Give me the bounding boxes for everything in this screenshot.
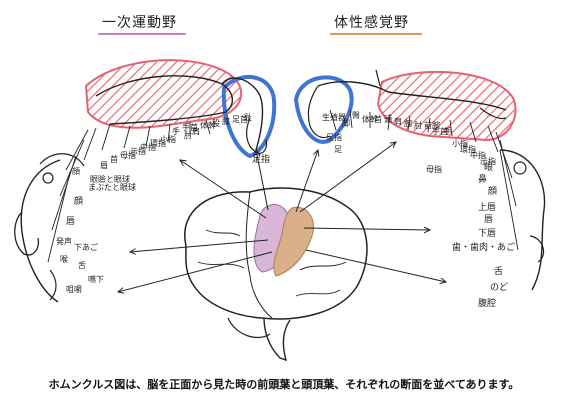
motor-blue-region (221, 74, 277, 159)
brain-stem (263, 317, 291, 362)
motor-face-label: 発声 (56, 236, 72, 246)
sensory-cortex-title: 体性感覚野 (334, 15, 409, 31)
sensory-face-label: 眼 (484, 162, 493, 173)
sensory-label: 環指 (460, 144, 476, 154)
connector-arrows (118, 142, 446, 292)
motor-labels: 趾 足首 膝 股 体幹 肩 肘 手首 手 小指 環指 中指 示指 母指 首 眉 … (56, 113, 270, 294)
sensory-label: 臀 (352, 111, 360, 120)
sensory-label: 肘 (414, 121, 422, 130)
sensory-face-label: 舌 (494, 266, 503, 277)
sensory-label: 前腕 (424, 120, 440, 130)
motor-face-label: 嚥下 (88, 274, 104, 284)
motor-body-outline (95, 75, 233, 125)
motor-face-label: 舌 (78, 260, 86, 270)
motor-label: 首 (110, 154, 118, 164)
motor-label: 股 (212, 119, 220, 128)
sensory-labels: 生殖器 足指 足 脚 臀 体幹 首 頭 肩 腕 肘 前腕 手首 手 小指 環指 … (322, 111, 515, 309)
sensory-face-label: 歯・歯肉・あご (452, 241, 515, 253)
motor-cortex-band (84, 59, 243, 129)
brain-drawing (184, 187, 368, 362)
motor-label: 肩 (192, 126, 200, 136)
motor-label: 環指 (150, 138, 166, 148)
sensory-cortex-band (376, 70, 517, 142)
motor-label: 手首 (182, 122, 198, 132)
motor-face-label: 咀嚼 (66, 285, 82, 294)
sensory-face-label: 顔 (488, 185, 497, 197)
brain-sensory-strip (273, 206, 314, 277)
motor-face-label: まぶたと眼球 (88, 182, 136, 192)
motor-label: 示指 (130, 146, 146, 156)
sensory-label: 中指 (470, 150, 486, 160)
motor-label: 眉 (100, 161, 108, 170)
sensory-body-outline (317, 81, 507, 111)
motor-label: 母指 (120, 150, 136, 160)
motor-label: 顔 (72, 166, 80, 176)
motor-face-label: 喉 (60, 254, 68, 264)
motor-cortex-title: 一次運動野 (102, 15, 177, 31)
sensory-label: 脚 (342, 118, 350, 128)
sensory-label: 足指 (326, 132, 342, 142)
sensory-face-label: 上唇 (478, 202, 496, 213)
motor-label-foot: 足指 (252, 153, 270, 165)
sensory-label: 生殖器 (322, 112, 346, 122)
sensory-face-outline (499, 149, 546, 291)
motor-label: 足首 (232, 114, 248, 124)
motor-face-label: 顔 (74, 195, 83, 207)
sensory-label: 首 (374, 114, 382, 124)
sensory-homunculus (293, 69, 546, 291)
motor-label: 趾 (244, 113, 252, 122)
sensory-label: 母指 (426, 164, 442, 174)
sensory-label: 小指 (452, 138, 468, 148)
sensory-label: 手 (444, 126, 452, 136)
sensory-face-label: 腹腔 (478, 297, 496, 309)
sensory-label: 体幹 (362, 114, 378, 124)
sensory-label: 肩 (394, 116, 402, 126)
motor-homunculus (14, 59, 277, 303)
sensory-face-label: のど (490, 282, 508, 293)
sensory-blue-region (293, 75, 354, 144)
sensory-label: 足 (334, 145, 342, 154)
sensory-label: 示指 (480, 156, 496, 166)
sensory-label: 手首 (432, 126, 448, 136)
motor-label: 膝 (222, 116, 230, 126)
sensory-face-label: 鼻 (478, 173, 487, 185)
motor-label: 肘 (184, 131, 192, 140)
motor-label: 中指 (140, 142, 156, 152)
sensory-label: 腕 (404, 118, 412, 128)
motor-label: 手 (172, 126, 180, 136)
motor-label: 小指 (160, 134, 176, 144)
motor-label: 体幹 (200, 120, 216, 130)
sensory-title-underline (330, 33, 422, 35)
motor-face-label: 下あご (74, 242, 98, 252)
cerebellum (227, 317, 271, 339)
figure-caption: ホムンクルス図は、脳を正面から見た時の前頭葉と頭頂葉、それぞれの断面を並べてあり… (48, 378, 520, 391)
motor-face-outline (20, 159, 61, 303)
motor-title-underline (98, 33, 186, 35)
motor-face-label: 唇 (66, 216, 75, 227)
motor-label: 眼瞼と眼球 (90, 174, 130, 184)
sensory-face-label: 唇 (484, 214, 493, 225)
sensory-face-label: 下唇 (478, 228, 496, 239)
sensory-label: 頭 (384, 115, 392, 124)
